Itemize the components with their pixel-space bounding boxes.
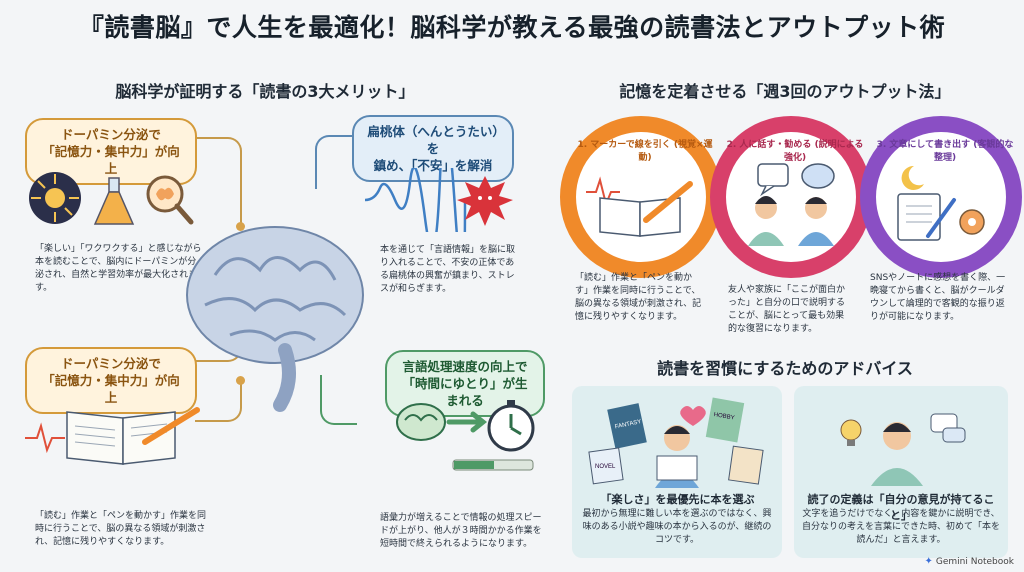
amygdala-badge: 扁桃体（へんとうたい）を 鎮め、「不安」を解消 (352, 115, 514, 182)
reading-person-icon (655, 425, 699, 488)
connector-line (195, 380, 242, 422)
advice-2-illustration (840, 413, 966, 486)
gear-brain-icon (959, 209, 985, 235)
progress-bar (452, 459, 534, 471)
badge-line-1: ドーパミン分泌で (61, 356, 161, 371)
dopamine-top-text: 「楽しい」「ワクワクする」と感じながら本を読むことで、脳内にドーパミンが分泌され… (35, 244, 202, 293)
badge-line-2: 鎮め、「不安」を解消 (373, 158, 493, 173)
stress-burst-icon (457, 176, 513, 226)
advice-1-title: 「楽しさ」を最優先に本を選ぶ (600, 493, 755, 506)
notebook-icon (897, 193, 941, 241)
book-fantasy-icon: FANTASY (607, 403, 647, 449)
step-2-sub: (説明による強化) (783, 140, 864, 163)
step-3-label: 3. 文章にして書き出す (客観的な整理) (874, 137, 1016, 163)
badge-line-1: 扁桃体（へんとうたい）を (367, 124, 499, 156)
step-3-title: 3. 文章にして書き出す (876, 140, 971, 150)
connector-line (315, 135, 355, 189)
book-pen-illustration (25, 407, 200, 465)
badge-line-2: 「記憶力・集中力」が向上 (42, 144, 180, 176)
moon-icon (901, 165, 924, 190)
advice-1-text: 最初から無理に難しい本を選ぶのではなく、興味のある小説や趣味の本から入るのが、継… (582, 509, 772, 545)
amygdala-text: 本を通じて「言語情報」を脳に取り入れることで、不安の正体である扁桃体の興奮が鎮ま… (380, 245, 516, 294)
speech-bubble-icon (757, 163, 789, 197)
advice-1-illustration: FANTASY HOBBY NOVEL (588, 397, 764, 488)
advice-heading: 読書を習慣にするためのアドバイス (657, 359, 913, 378)
step-2-title: 2. 人に話す・勧める (726, 140, 812, 150)
badge-line-1: 言語処理速度の向上で (402, 359, 528, 374)
lightbulb-icon (840, 419, 862, 446)
heart-icon (680, 406, 706, 426)
brand-footer: ✦ Gemini Notebook (925, 556, 1014, 567)
step-3-ring (860, 116, 1022, 278)
advice-2-title: 読了の定義は「自分の意見が持てること」 (807, 493, 995, 522)
step-3-text: SNSやノートに感想を書く際、一晩寝てから書くと、脳がクールダウンして論理的で客… (870, 273, 1006, 322)
step-1-ring (560, 116, 722, 278)
speech-bubbles-icon (930, 413, 966, 443)
open-book-icon (66, 411, 176, 465)
magnifier-brain-icon (146, 175, 194, 225)
pen-icon (142, 407, 200, 445)
book-hobby-icon: HOBBY (705, 397, 745, 443)
connector-dot (236, 222, 245, 231)
arrow-right-icon (446, 411, 488, 433)
connector-line (195, 137, 242, 227)
step-3-illustration (897, 165, 985, 241)
connector-dot (236, 376, 245, 385)
step-2-illustration (748, 163, 835, 246)
gemini-logo-icon: ✦ (924, 556, 933, 567)
language-speed-badge: 言語処理速度の向上で 「時間にゆとり」が生まれる (385, 350, 545, 417)
badge-line-1: ドーパミン分泌で (61, 127, 161, 142)
speed-text: 語彙力が増えることで情報の処理スピードが上がり、他人が３時間かかる作業を短時間で… (380, 513, 542, 549)
advice-2-text: 文字を追うだけでなく、内容を鍵かに説明でき、自分なりの考えを言葉にできた時、初め… (802, 509, 1001, 545)
dopamine-memory-badge-2: ドーパミン分泌で 「記憶力・集中力」が向上 (25, 347, 197, 414)
step-1-sub: (視覚×運動) (638, 140, 713, 163)
book-label: NOVEL (595, 464, 616, 470)
connector-line (320, 375, 357, 425)
book-label: HOBBY (713, 412, 735, 422)
thinking-person-icon (871, 422, 923, 486)
step-1-title: 1. マーカーで線を引く (577, 140, 671, 150)
benefits-heading: 脳科学が証明する「読書の3大メリット」 (115, 82, 415, 101)
book-novel-icon: NOVEL (588, 447, 624, 485)
brand-name: Gemini Notebook (935, 556, 1014, 567)
brain-circuit-icon (396, 403, 446, 441)
output-method-heading: 記憶を定着させる「週3回のアウトプット法」 (619, 82, 951, 101)
book-label: FANTASY (614, 419, 642, 430)
stopwatch-icon (487, 400, 535, 452)
step-1-label: 1. マーカーで線を引く (視覚×運動) (575, 137, 715, 163)
badge-line-2: 「記憶力・集中力」が向上 (42, 373, 180, 405)
brain-illustration (186, 226, 364, 412)
dopamine-memory-badge: ドーパミン分泌で 「記憶力・集中力」が向上 (25, 118, 197, 185)
badge-line-2: 「時間にゆとり」が生まれる (402, 376, 528, 408)
dopamine-bottom-text: 「読む」作業と「ペンを動かす」作業を同時に行うことで、脳の異なる領域が刺激され、… (35, 511, 207, 547)
step-1-text: 「読む」作業と「ペンを動かす」作業を同時に行うことで、脳の異なる領域が刺激され、… (575, 273, 702, 322)
book-mystery-icon (728, 445, 764, 485)
person-man-icon (798, 197, 834, 246)
pencil-icon (926, 198, 956, 238)
step-1-illustration (586, 176, 693, 237)
speed-illustration (396, 400, 535, 471)
calming-wave-illustration (365, 168, 513, 232)
highlighter-icon (643, 181, 693, 223)
flask-icon (93, 177, 135, 225)
step-3-sub: (客観的な整理) (933, 140, 1014, 163)
page-title: 『読書脳』で人生を最適化！脳科学が教える最強の読書法とアウトプット術 (78, 13, 946, 42)
step-2-label: 2. 人に話す・勧める (説明による強化) (724, 137, 866, 163)
neuron-spark-icon (29, 172, 81, 224)
step-2-text: 友人や家族に「ここが面白かった」と自分の口で説明することが、脳にとって最も効果的… (728, 285, 846, 334)
person-woman-icon (748, 196, 784, 246)
dopamine-illustration (29, 172, 194, 225)
brain-bubble-icon (801, 163, 835, 189)
